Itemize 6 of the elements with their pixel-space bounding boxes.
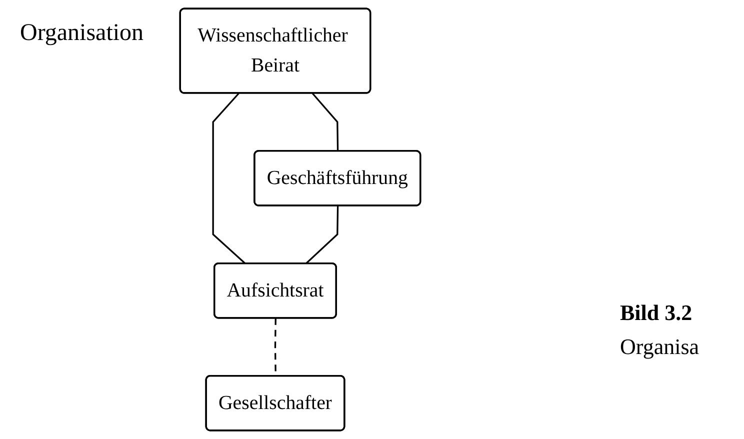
- connector: [312, 92, 338, 152]
- connector: [212, 92, 246, 264]
- label-text: Organisation: [20, 20, 144, 46]
- caption-text: Bild 3.2: [620, 300, 694, 326]
- caption-text: Organisa: [620, 334, 700, 360]
- connector: [305, 206, 338, 264]
